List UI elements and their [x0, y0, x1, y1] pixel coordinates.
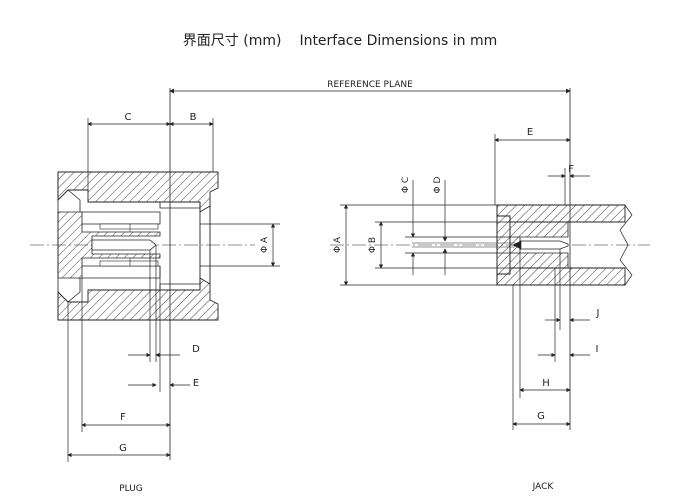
- plug-label-g: G: [119, 443, 127, 454]
- plug-label-b: B: [190, 112, 197, 123]
- reference-plane-label: REFERENCE PLANE: [327, 80, 413, 90]
- jack-label-e: E: [527, 127, 533, 138]
- plug-dimensions: [67, 118, 280, 462]
- plug-label-c: C: [125, 112, 132, 123]
- jack-label-phi-c: Φ C: [401, 177, 411, 193]
- title-chinese: 界面尺寸 (mm): [182, 33, 282, 49]
- jack-label-f: F: [568, 164, 574, 175]
- jack-label-h: H: [542, 378, 550, 389]
- jack-caption: JACK: [532, 482, 555, 492]
- jack-shell-lower: [496, 267, 626, 286]
- plug-shell-upper: [57, 171, 219, 213]
- jack-label-j: J: [596, 308, 600, 319]
- jack-label-phi-b: Φ B: [368, 237, 378, 253]
- plug-center-pin: [91, 239, 157, 251]
- jack-label-i: I: [596, 344, 599, 355]
- jack-label-g: G: [537, 411, 545, 422]
- drawing-title: 界面尺寸 (mm) Interface Dimensions in mm: [0, 30, 680, 50]
- jack-label-phi-a: Φ A: [333, 236, 343, 253]
- plug-drawing: [30, 171, 255, 321]
- plug-label-f: F: [120, 412, 126, 423]
- plug-caption: PLUG: [119, 484, 143, 494]
- plug-label-phi-a: Φ A: [260, 236, 270, 253]
- jack-label-phi-d: Φ D: [433, 176, 443, 193]
- jack-drawing: [330, 204, 650, 286]
- jack-shell-upper: [496, 204, 626, 223]
- jack-dimensions: [340, 134, 590, 430]
- jack-socket-contact: [519, 240, 569, 250]
- plug-label-e: E: [193, 378, 199, 389]
- title-english: Interface Dimensions in mm: [299, 33, 498, 49]
- reference-plane: [169, 88, 571, 460]
- plug-label-d: D: [192, 344, 200, 355]
